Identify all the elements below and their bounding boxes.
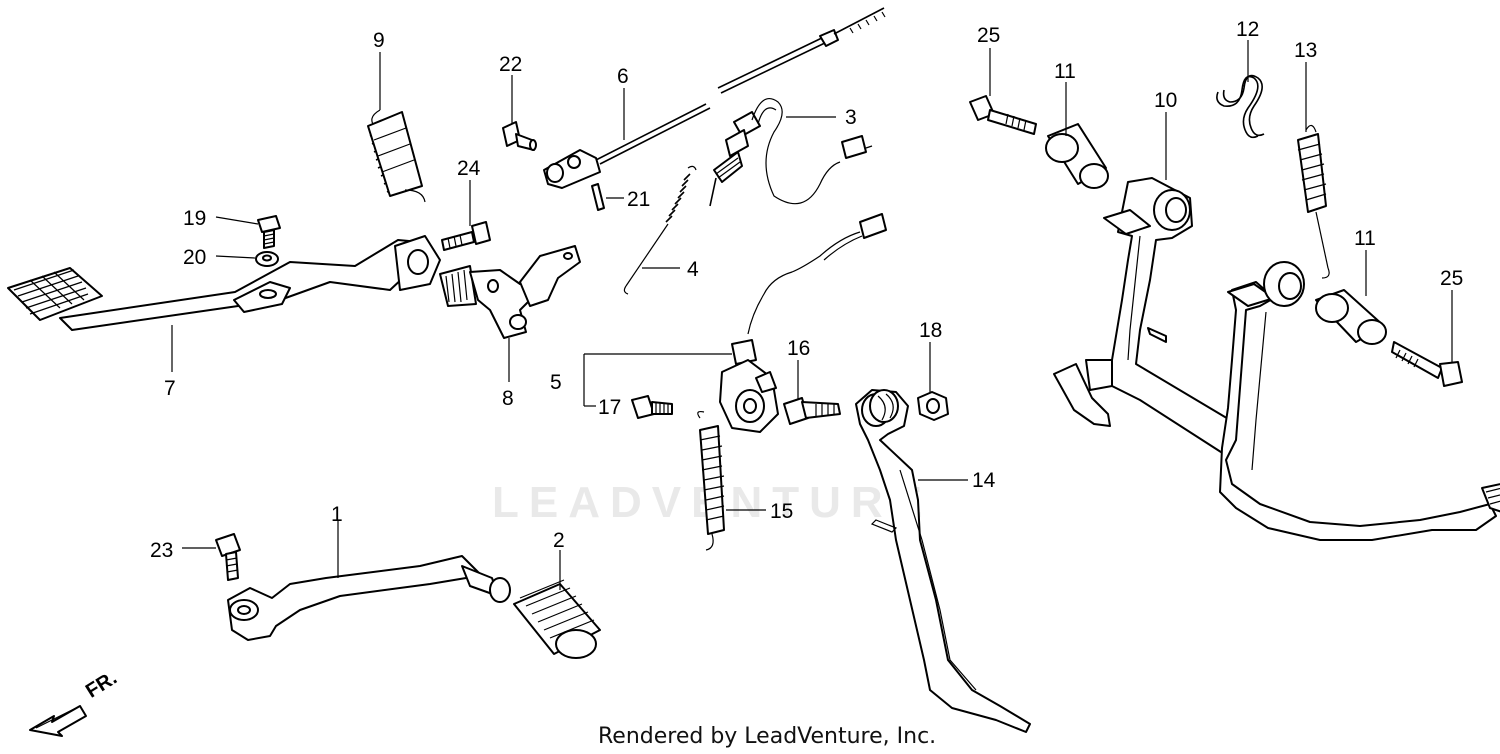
callout-12: 12 <box>1236 18 1260 41</box>
part-12-clip[interactable] <box>1216 74 1265 139</box>
part-10-main-stand[interactable] <box>1053 177 1500 541</box>
part-5-side-stand-switch[interactable] <box>719 213 887 433</box>
part-2-rubber-grip[interactable] <box>513 579 601 659</box>
callout-14: 14 <box>972 469 996 492</box>
callout-1: 1 <box>331 503 343 526</box>
part-25-bolt-left[interactable] <box>969 95 1037 135</box>
part-16-bolt[interactable] <box>783 397 841 425</box>
callout-22: 22 <box>499 53 523 76</box>
leader-20 <box>215 255 256 259</box>
callout-11-upper: 11 <box>1054 60 1076 83</box>
part-11-collar-upper[interactable] <box>1045 123 1109 189</box>
callout-6: 6 <box>617 65 629 88</box>
part-23-bolt[interactable] <box>215 533 241 581</box>
part-19-bolt[interactable] <box>257 215 281 249</box>
part-22-pin[interactable] <box>502 121 537 151</box>
part-24-bolt[interactable] <box>441 221 491 251</box>
callout-10: 10 <box>1154 89 1178 112</box>
part-3-brake-switch[interactable] <box>709 98 873 207</box>
part-9-spring[interactable] <box>367 109 426 203</box>
callout-13: 13 <box>1294 39 1318 62</box>
callout-9: 9 <box>373 29 385 52</box>
callout-8: 8 <box>502 387 514 410</box>
credit-line: Rendered by LeadVenture, Inc. <box>598 724 937 749</box>
callout-7: 7 <box>164 377 176 400</box>
part-14-side-stand[interactable] <box>855 389 1031 733</box>
fr-arrow-icon <box>29 705 87 737</box>
callout-21: 21 <box>627 188 651 211</box>
callout-11-lower: 11 <box>1354 227 1376 250</box>
leader-19 <box>215 216 259 225</box>
part-7-brake-pedal[interactable] <box>7 235 441 331</box>
part-8-brake-arm[interactable] <box>439 245 581 339</box>
callout-16: 16 <box>787 337 811 360</box>
callout-17: 17 <box>598 396 622 419</box>
part-11-collar-lower[interactable] <box>1315 289 1387 345</box>
part-17-screw[interactable] <box>631 395 673 419</box>
part-25-bolt-right[interactable] <box>1391 341 1463 387</box>
part-15-spring[interactable] <box>697 411 725 551</box>
part-4-spring[interactable] <box>623 165 697 295</box>
callout-4: 4 <box>687 258 699 281</box>
callout-20: 20 <box>183 246 207 269</box>
callout-18: 18 <box>919 319 943 342</box>
part-13-spring[interactable] <box>1297 124 1330 279</box>
callout-15: 15 <box>770 500 794 523</box>
part-6-brake-rod[interactable] <box>543 7 886 189</box>
callout-25-upper: 25 <box>977 24 1001 47</box>
callout-2: 2 <box>553 529 565 552</box>
callout-19: 19 <box>183 207 207 230</box>
part-21-cotter-pin[interactable] <box>591 183 605 211</box>
callout-3: 3 <box>845 106 857 129</box>
part-18-nut[interactable] <box>917 391 949 421</box>
callout-25-lower: 25 <box>1440 267 1464 290</box>
callout-23: 23 <box>150 539 174 562</box>
part-1-lever[interactable] <box>227 555 511 641</box>
callout-5: 5 <box>550 371 562 394</box>
callout-24: 24 <box>457 157 481 180</box>
part-20-washer[interactable] <box>255 251 279 267</box>
